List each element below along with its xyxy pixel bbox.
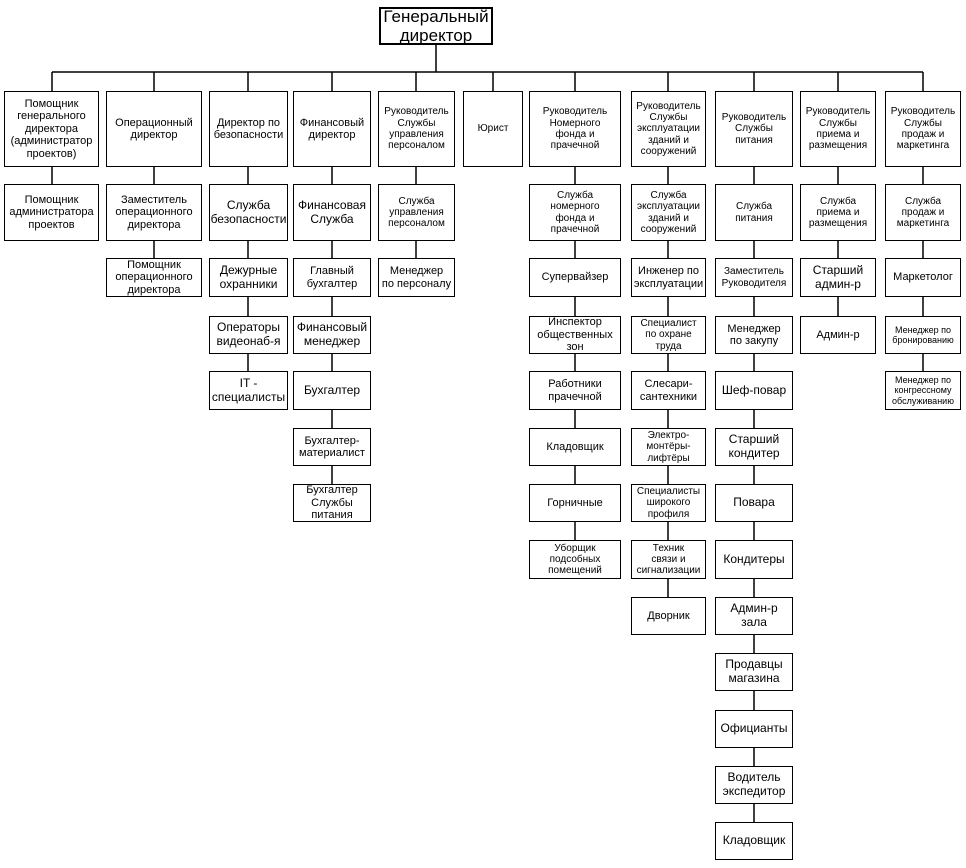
column-8-item-11: Кладовщик	[715, 822, 793, 860]
column-10-item-3: Менеджер по конгрессному обслуживанию	[885, 371, 961, 410]
column-2-item-0: Служба безопасности	[209, 184, 288, 241]
column-3-item-2: Финансовый менеджер	[293, 316, 371, 354]
column-10-item-1: Маркетолог	[885, 258, 961, 297]
column-8-item-1: Заместитель Руководителя	[715, 258, 793, 297]
column-8-item-10: Водитель экспедитор	[715, 766, 793, 804]
column-7-item-7: Дворник	[631, 597, 706, 635]
column-head-10: Руководитель Службы продаж и маркетинга	[885, 91, 961, 167]
column-4-item-0: Служба управления персоналом	[378, 184, 455, 241]
column-head-1: Операционный директор	[106, 91, 202, 167]
column-8-item-4: Старший кондитер	[715, 428, 793, 466]
column-3-item-0: Финансовая Служба	[293, 184, 371, 241]
column-3-item-5: Бухгалтер Службы питания	[293, 484, 371, 522]
column-10-item-0: Служба продаж и маркетинга	[885, 184, 961, 241]
column-9-item-2: Админ-р	[800, 316, 876, 354]
column-6-item-3: Работники прачечной	[529, 371, 621, 410]
column-7-item-1: Инженер по эксплуатации	[631, 258, 706, 297]
column-head-4: Руководитель Службы управления персонало…	[378, 91, 455, 167]
column-8-item-9: Официанты	[715, 710, 793, 748]
column-8-item-8: Продавцы магазина	[715, 653, 793, 691]
column-7-item-3: Слесари- сантехники	[631, 371, 706, 410]
column-4-item-1: Менеджер по персоналу	[378, 258, 455, 297]
column-0-item-0: Помощник администратора проектов	[4, 184, 99, 241]
column-9-item-0: Служба приема и размещения	[800, 184, 876, 241]
column-8-item-7: Админ-р зала	[715, 597, 793, 635]
column-3-item-1: Главный бухгалтер	[293, 258, 371, 297]
column-head-7: Руководитель Службы эксплуатации зданий …	[631, 91, 706, 167]
column-6-item-1: Супервайзер	[529, 258, 621, 297]
column-7-item-2: Специалист по охране труда	[631, 316, 706, 354]
column-head-5: Юрист	[463, 91, 523, 167]
column-8-item-5: Повара	[715, 484, 793, 522]
column-1-item-0: Заместитель операционного директора	[106, 184, 202, 241]
column-head-2: Директор по безопасности	[209, 91, 288, 167]
column-6-item-2: Инспектор общественных зон	[529, 316, 621, 354]
column-6-item-5: Горничные	[529, 484, 621, 522]
column-2-item-2: Операторы видеонаб-я	[209, 316, 288, 354]
column-head-8: Руководитель Службы питания	[715, 91, 793, 167]
column-head-6: Руководитель Номерного фонда и прачечной	[529, 91, 621, 167]
column-8-item-3: Шеф-повар	[715, 371, 793, 410]
column-head-3: Финансовый директор	[293, 91, 371, 167]
column-1-item-1: Помощник операционного директора	[106, 258, 202, 297]
column-7-item-5: Специалисты широкого профиля	[631, 484, 706, 522]
column-2-item-1: Дежурные охранники	[209, 258, 288, 297]
column-3-item-3: Бухгалтер	[293, 371, 371, 410]
column-7-item-6: Техник связи и сигнализации	[631, 540, 706, 579]
root-box-general-director: Генеральный директор	[379, 7, 493, 45]
column-8-item-0: Служба питания	[715, 184, 793, 241]
column-7-item-4: Электро- монтёры- лифтёры	[631, 428, 706, 466]
column-3-item-4: Бухгалтер- материалист	[293, 428, 371, 466]
column-6-item-4: Кладовщик	[529, 428, 621, 466]
column-head-0: Помощник генерального директора (админис…	[4, 91, 99, 167]
column-6-item-6: Уборщик подсобных помещений	[529, 540, 621, 579]
column-7-item-0: Служба эксплуатации зданий и сооружений	[631, 184, 706, 241]
column-head-9: Руководитель Службы приема и размещения	[800, 91, 876, 167]
column-9-item-1: Старший админ-р	[800, 258, 876, 297]
column-2-item-3: IT - специалисты	[209, 371, 288, 410]
column-10-item-2: Менеджер по бронированию	[885, 316, 961, 354]
column-6-item-0: Служба номерного фонда и прачечной	[529, 184, 621, 241]
column-8-item-2: Менеджер по закупу	[715, 316, 793, 354]
column-8-item-6: Кондитеры	[715, 540, 793, 579]
